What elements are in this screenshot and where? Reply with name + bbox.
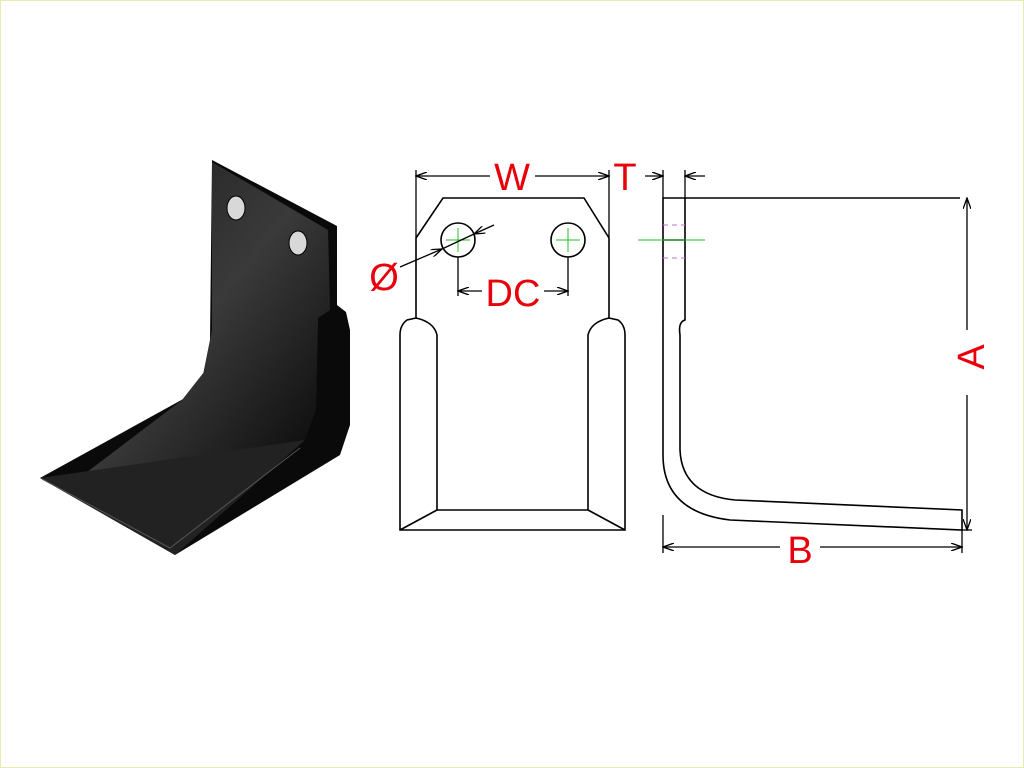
label-width: W [494,157,530,199]
label-hole-diameter: Ø [369,257,399,299]
isometric-blade-view [40,160,350,555]
front-view [399,170,626,531]
side-view [638,170,972,553]
label-height: A [951,344,993,370]
mounting-hole [226,195,246,221]
mounting-hole [288,230,308,256]
label-hole-distance: DC [486,273,541,315]
label-thickness: T [613,157,636,199]
label-length: B [787,530,812,572]
